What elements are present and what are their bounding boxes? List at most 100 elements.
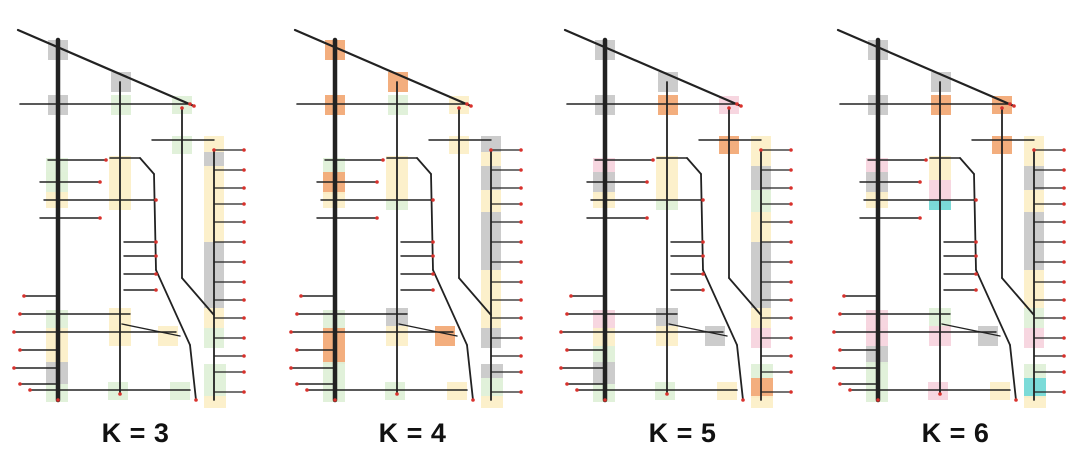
colored-cells	[323, 40, 503, 408]
terminal-node	[974, 254, 978, 258]
terminal-node	[242, 220, 246, 224]
terminal-node	[299, 294, 303, 298]
terminal-node	[789, 186, 793, 190]
pipe-segment	[959, 157, 975, 175]
terminal-node	[559, 330, 563, 334]
terminal-node	[154, 288, 158, 292]
terminal-node	[974, 272, 978, 276]
terminal-node	[375, 180, 379, 184]
terminal-node	[375, 216, 379, 220]
cell-yellow	[990, 382, 1010, 400]
cell-yellow	[1024, 396, 1046, 408]
terminal-node	[1062, 186, 1066, 190]
terminal-node	[469, 104, 473, 108]
terminal-node	[789, 240, 793, 244]
pipes	[13, 28, 244, 403]
terminal-node	[974, 288, 978, 292]
pipe-segment	[416, 157, 432, 175]
terminal-node	[18, 382, 22, 386]
terminal-node	[1062, 260, 1066, 264]
terminal-node	[295, 382, 299, 386]
pipes	[290, 28, 521, 403]
pipe-segment	[189, 344, 197, 401]
terminal-node	[242, 240, 246, 244]
pipe-segment	[668, 323, 728, 337]
terminal-node	[188, 102, 192, 106]
terminal-node	[1012, 104, 1016, 108]
cell-pink	[928, 382, 948, 400]
terminal-node	[1014, 398, 1018, 402]
terminal-node	[789, 260, 793, 264]
cell-green	[1024, 364, 1046, 378]
cell-green	[108, 382, 128, 400]
terminal-node	[154, 272, 158, 276]
pipe-segment	[139, 157, 155, 175]
cell-yellow	[751, 396, 773, 408]
pipe-segment	[836, 28, 1016, 108]
terminal-node	[701, 288, 705, 292]
cell-yellow	[158, 326, 178, 346]
terminal-node	[789, 148, 793, 152]
terminal-node	[1062, 390, 1066, 394]
cell-orange	[658, 95, 678, 115]
terminal-node	[431, 272, 435, 276]
terminal-node	[559, 366, 563, 370]
pipe-segment	[702, 269, 738, 346]
terminal-node	[154, 240, 158, 244]
terminal-node	[333, 398, 337, 402]
terminal-node	[242, 316, 246, 320]
cell-gray	[978, 326, 998, 346]
pipe-segment	[432, 269, 468, 346]
pipe-segment	[181, 277, 215, 316]
cell-green	[655, 382, 675, 400]
terminal-node	[651, 158, 655, 162]
terminal-node	[838, 312, 842, 316]
terminal-node	[431, 288, 435, 292]
cell-orange	[751, 378, 773, 398]
terminal-node	[519, 202, 523, 206]
cell-green	[170, 382, 190, 400]
terminal-node	[22, 294, 26, 298]
terminal-node	[242, 336, 246, 340]
terminal-node	[918, 180, 922, 184]
panel-k3: K = 3	[0, 0, 271, 460]
terminal-node	[735, 102, 739, 106]
pipe-segment	[975, 269, 1011, 346]
terminal-node	[789, 202, 793, 206]
terminal-node	[569, 294, 573, 298]
cell-orange	[435, 326, 455, 346]
terminal-node	[1062, 148, 1066, 152]
pipe-segment	[121, 323, 181, 337]
terminal-node	[104, 158, 108, 162]
pipe-segment	[563, 28, 743, 108]
pipe-network-k6	[832, 28, 1066, 408]
terminal-node	[289, 330, 293, 334]
pipe-network-k5	[559, 28, 793, 408]
terminal-node	[701, 198, 705, 202]
panel-label-k4: K = 4	[378, 418, 447, 448]
terminal-node	[98, 216, 102, 220]
terminal-node	[1062, 168, 1066, 172]
terminal-node	[242, 370, 246, 374]
terminal-node	[12, 366, 16, 370]
pipe-segment	[973, 173, 977, 271]
terminal-node	[645, 180, 649, 184]
terminal-node	[838, 382, 842, 386]
terminal-node	[701, 240, 705, 244]
terminal-node	[192, 104, 196, 108]
terminal-node	[741, 398, 745, 402]
terminal-node	[431, 198, 435, 202]
terminal-node	[842, 294, 846, 298]
pipes	[560, 28, 791, 403]
terminal-node	[242, 280, 246, 284]
colored-cells	[46, 40, 226, 408]
panel-k4: K = 4	[277, 0, 548, 460]
terminal-node	[12, 330, 16, 334]
cell-pink	[719, 96, 739, 114]
terminal-node	[1062, 240, 1066, 244]
terminal-node	[28, 388, 32, 392]
terminal-node	[154, 254, 158, 258]
terminal-node	[519, 240, 523, 244]
pipe-segment	[736, 344, 744, 401]
terminal-node	[295, 312, 299, 316]
